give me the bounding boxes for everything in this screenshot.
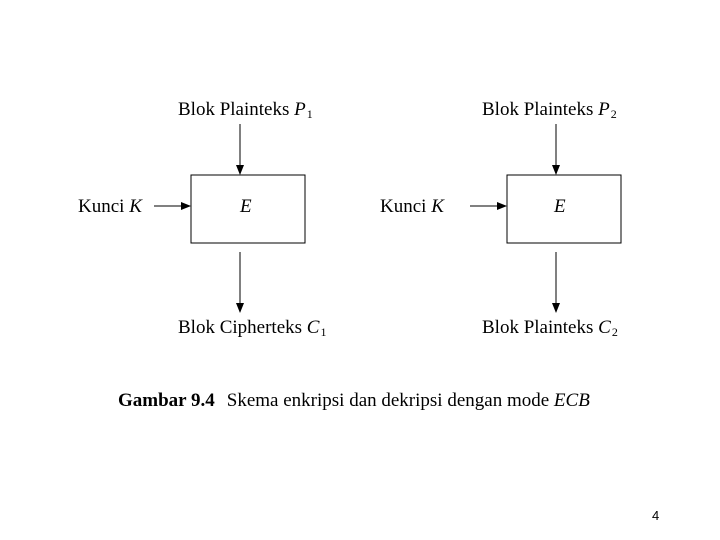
right-key-text: Kunci: [380, 196, 432, 217]
left-key-text: Kunci: [78, 196, 130, 217]
right-output-label: Blok Plainteks C2: [482, 318, 618, 338]
right-encrypt-box: [506, 174, 622, 244]
left-encrypt-box: [190, 174, 306, 244]
right-output-text: Blok Plainteks: [482, 317, 599, 338]
left-input-var: P: [294, 99, 306, 120]
left-output-label: Blok Cipherteks C1: [178, 318, 326, 338]
right-key-var: K: [431, 196, 444, 217]
left-output-var: C: [306, 317, 320, 338]
right-input-text: Blok Plainteks: [482, 99, 599, 120]
left-key-label: Kunci K: [78, 197, 142, 216]
right-output-var: C: [598, 317, 611, 338]
left-output-sub: 1: [320, 325, 327, 339]
left-output-text: Blok Cipherteks: [178, 317, 307, 338]
left-key-var: K: [129, 196, 142, 217]
caption-text: Skema enkripsi dan dekripsi dengan mode: [226, 390, 554, 411]
left-input-text: Blok Plainteks: [178, 99, 295, 120]
right-output-sub: 2: [611, 325, 618, 339]
left-box-label: E: [240, 196, 252, 217]
right-input-label: Blok Plainteks P2: [482, 100, 617, 120]
caption-number: Gambar 9.4: [118, 390, 215, 411]
right-input-var: P: [598, 99, 610, 120]
right-key-label: Kunci K: [380, 197, 444, 216]
right-box-label: E: [554, 196, 566, 217]
caption-mode: ECB: [553, 390, 590, 411]
left-input-label: Blok Plainteks P1: [178, 100, 313, 120]
right-input-sub: 2: [610, 107, 617, 121]
left-input-sub: 1: [306, 107, 313, 121]
figure-caption: Gambar 9.4 Skema enkripsi dan dekripsi de…: [118, 390, 590, 412]
page-number: 4: [652, 508, 660, 523]
